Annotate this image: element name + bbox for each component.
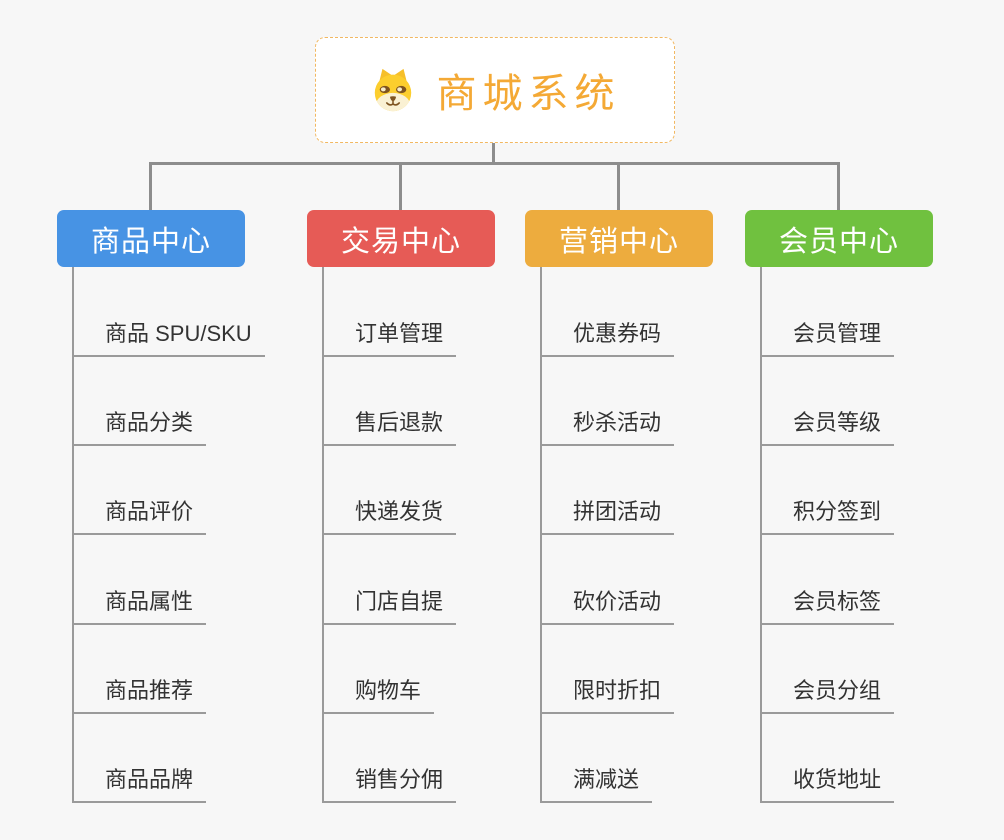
leaf-label: 满减送 bbox=[573, 767, 640, 792]
leaf-node[interactable]: 商品品牌 bbox=[72, 760, 207, 803]
leaf-node[interactable]: 购物车 bbox=[322, 671, 435, 714]
root-title: 商城系统 bbox=[436, 72, 621, 116]
leaf-label: 秒杀活动 bbox=[573, 410, 662, 435]
leaf-label: 优惠券码 bbox=[573, 321, 662, 346]
doge-face-icon bbox=[374, 68, 411, 112]
leaf-node[interactable]: 商品评价 bbox=[72, 492, 207, 535]
leaf-label: 快递发货 bbox=[355, 499, 444, 524]
leaf-label: 会员分组 bbox=[793, 678, 882, 703]
leaf-node[interactable]: 销售分佣 bbox=[322, 760, 457, 803]
leaf-label: 限时折扣 bbox=[573, 678, 662, 703]
leaf-label: 积分签到 bbox=[793, 499, 882, 524]
leaf-node[interactable]: 快递发货 bbox=[322, 492, 457, 535]
leaf-label: 商品 SPU/SKU bbox=[105, 321, 252, 346]
leaf-label: 订单管理 bbox=[355, 321, 444, 346]
leaf-node[interactable]: 商品 SPU/SKU bbox=[72, 314, 265, 357]
leaf-label: 商品评价 bbox=[105, 499, 194, 524]
leaf-label: 售后退款 bbox=[355, 410, 444, 435]
branch-marketing-center: 营销中心 优惠券码 秒杀活动 拼团活动 砍价活动 限时折扣 满减送 bbox=[525, 210, 785, 810]
leaf-node[interactable]: 商品分类 bbox=[72, 403, 207, 446]
leaf-label: 会员等级 bbox=[793, 410, 882, 435]
leaf-node[interactable]: 商品推荐 bbox=[72, 671, 207, 714]
leaf-label: 收货地址 bbox=[793, 767, 882, 792]
leaf-node[interactable]: 门店自提 bbox=[322, 582, 457, 625]
leaf-node[interactable]: 秒杀活动 bbox=[540, 403, 675, 446]
leaf-node[interactable]: 拼团活动 bbox=[540, 492, 675, 535]
leaf-label: 销售分佣 bbox=[355, 767, 444, 792]
leaf-label: 门店自提 bbox=[355, 589, 444, 614]
root-node[interactable]: 商城系统 bbox=[315, 37, 675, 143]
connector-drop-product bbox=[149, 164, 152, 210]
branch-header-member-center[interactable]: 会员中心 bbox=[745, 210, 933, 267]
leaf-label: 商品属性 bbox=[105, 589, 194, 614]
connector-drop-marketing bbox=[617, 164, 620, 210]
leaf-node[interactable]: 会员管理 bbox=[760, 314, 895, 357]
branch-member-center: 会员中心 会员管理 会员等级 积分签到 会员标签 会员分组 收货地址 bbox=[745, 210, 1004, 810]
branch-product-center: 商品中心 商品 SPU/SKU 商品分类 商品评价 商品属性 商品推荐 商品品牌 bbox=[57, 210, 317, 810]
connector-drop-member bbox=[837, 164, 840, 210]
leaf-label: 购物车 bbox=[355, 678, 422, 703]
leaf-node[interactable]: 积分签到 bbox=[760, 492, 895, 535]
branch-header-marketing-center[interactable]: 营销中心 bbox=[525, 210, 713, 267]
leaf-node[interactable]: 限时折扣 bbox=[540, 671, 675, 714]
leaf-node[interactable]: 满减送 bbox=[540, 760, 653, 803]
leaf-label: 商品推荐 bbox=[105, 678, 194, 703]
leaf-node[interactable]: 售后退款 bbox=[322, 403, 457, 446]
leaf-node[interactable]: 砍价活动 bbox=[540, 582, 675, 625]
leaf-node[interactable]: 会员分组 bbox=[760, 671, 895, 714]
leaf-label: 商品分类 bbox=[105, 410, 194, 435]
leaf-label: 拼团活动 bbox=[573, 499, 662, 524]
leaf-label: 商品品牌 bbox=[105, 767, 194, 792]
branch-header-trade-center[interactable]: 交易中心 bbox=[307, 210, 495, 267]
branch-trade-center: 交易中心 订单管理 售后退款 快递发货 门店自提 购物车 销售分佣 bbox=[307, 210, 567, 810]
leaf-label: 砍价活动 bbox=[573, 589, 662, 614]
branch-header-product-center[interactable]: 商品中心 bbox=[57, 210, 245, 267]
leaf-node[interactable]: 收货地址 bbox=[760, 760, 895, 803]
connector-drop-trade bbox=[399, 164, 402, 210]
leaf-node[interactable]: 商品属性 bbox=[72, 582, 207, 625]
connector-root-stem bbox=[492, 140, 495, 164]
connector-bus bbox=[149, 162, 840, 165]
leaf-node[interactable]: 会员标签 bbox=[760, 582, 895, 625]
leaf-node[interactable]: 订单管理 bbox=[322, 314, 457, 357]
leaf-label: 会员管理 bbox=[793, 321, 882, 346]
leaf-node[interactable]: 优惠券码 bbox=[540, 314, 675, 357]
leaf-label: 会员标签 bbox=[793, 589, 882, 614]
leaf-node[interactable]: 会员等级 bbox=[760, 403, 895, 446]
